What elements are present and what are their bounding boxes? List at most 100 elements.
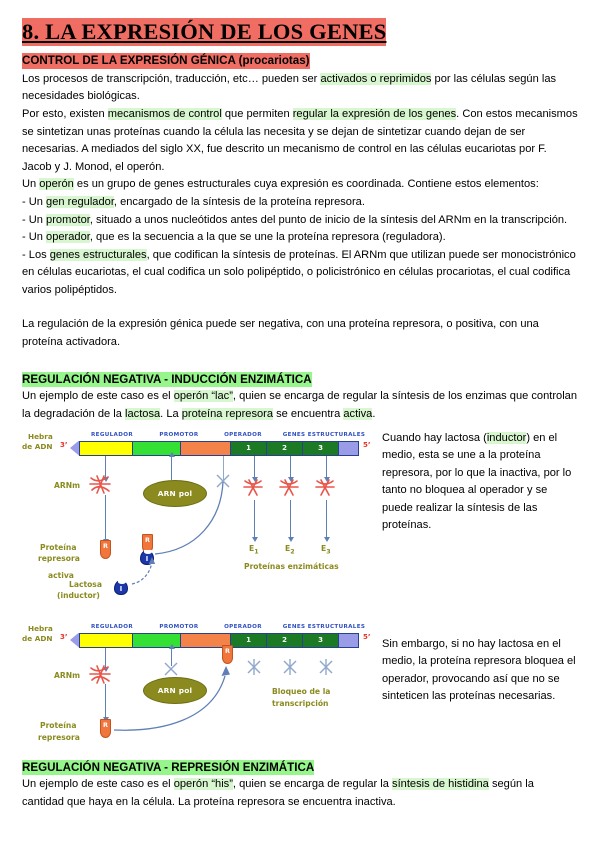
rep-text-a: Un ejemplo de este caso es el xyxy=(22,778,174,791)
bullet-gen-regulador: - Un gen regulador, encargado de la sínt… xyxy=(22,194,578,212)
arnpol-ellipse-1: ARN pol xyxy=(143,479,207,507)
ind-highlight-lactosa: lactosa xyxy=(125,407,161,420)
ind-highlight-proteina: proteína represora xyxy=(181,407,274,420)
caption1-highlight: inductor xyxy=(486,431,527,444)
inducer-glyph-free-1: I xyxy=(114,579,128,595)
dna-segment-promotor-1 xyxy=(133,441,181,455)
b1-highlight: gen regulador xyxy=(46,195,114,208)
prime-5-label-1: 5’ xyxy=(363,440,371,449)
enzyme-e3-letter: E xyxy=(321,543,327,553)
ind-text-e: . La xyxy=(160,407,182,420)
dna-segment-gene-1-2: 1 xyxy=(231,633,267,647)
dna-gene-number-1: 1 xyxy=(246,443,251,452)
arrow-arnm-to-repressor-2 xyxy=(101,683,110,722)
p2-text-c: que permiten xyxy=(221,107,293,120)
curve-repressor-inactivated-1 xyxy=(154,481,224,555)
arrow-regulador-to-arnm-1 xyxy=(101,455,110,482)
bullet-genes-estructurales: - Los genes estructurales, que codifican… xyxy=(22,247,578,300)
ind-text-i: . xyxy=(372,407,376,420)
ind-highlight-operon: operón “lac” xyxy=(173,390,233,403)
dna-bar-1: 1 2 3 xyxy=(79,440,359,456)
p2-highlight-1: mecanismos de control xyxy=(107,107,222,120)
block-x-icon-promotor-2 xyxy=(164,662,178,675)
arrow-gene2-transcription-1 xyxy=(286,455,295,482)
b3-highlight: operador xyxy=(46,231,90,244)
figure-induccion-caption: Cuando hay lactosa (inductor) en el medi… xyxy=(374,430,578,536)
enzyme-e1-letter: E xyxy=(249,543,255,553)
b4-text-c: , que codifican la síntesis de proteínas… xyxy=(22,248,576,296)
rep-text-e: según la cantidad que haya en la célula.… xyxy=(22,778,534,808)
figure-represion-caption: Sin embargo, si no hay lactosa en el med… xyxy=(382,637,576,703)
dna-segment-tail-1 xyxy=(339,441,358,455)
repressor-glyph-free-2: R xyxy=(100,718,111,738)
prime-3-label-1: 3’ xyxy=(60,440,68,449)
strand-label-2-line2: de ADN xyxy=(22,633,53,643)
dna-strand-1: Hebra de ADN 3’ 5’ REGULADOR PROMOTOR OP… xyxy=(22,430,374,464)
enzyme-label-e3: E3 xyxy=(321,543,331,558)
arrow-gene1-transcription-1 xyxy=(250,455,259,482)
figure-represion-row: Hebra de ADN 3’ 5’ REGULADOR PROMOTOR OP… xyxy=(22,622,578,750)
prime-3-label-2: 3’ xyxy=(60,632,68,641)
proteina-represora-label-2a: Proteína xyxy=(40,720,77,730)
block-x-icon-1 xyxy=(216,474,230,487)
ind-text-c: , quien se encarga de regular la síntesi… xyxy=(22,390,578,420)
arrow-arnm-to-repressor-1 xyxy=(101,494,110,544)
strand-label-1-line2: de ADN xyxy=(22,441,53,451)
arrow-operador-blocked-1 xyxy=(223,455,225,480)
arrow-e1-1 xyxy=(250,499,259,542)
figure-represion: Hebra de ADN 3’ 5’ REGULADOR PROMOTOR OP… xyxy=(22,622,374,750)
paragraph-induccion: Un ejemplo de este caso es el operón “la… xyxy=(22,388,578,423)
b3-text-c: , que es la secuencia a la que se une la… xyxy=(89,231,446,244)
enzyme-e3-sub: 3 xyxy=(326,548,331,556)
dna-segment-gene-3-2: 3 xyxy=(303,633,339,647)
dna-segment-gene-3: 3 xyxy=(303,441,339,455)
repressor-glyph-1: R xyxy=(100,539,111,559)
prime-5-label-2: 5’ xyxy=(363,632,371,641)
arrow-arnpol-to-promotor-1 xyxy=(167,451,176,480)
ind-highlight-activa: activa xyxy=(343,407,373,420)
paragraph-2: Por esto, existen mecanismos de control … xyxy=(22,106,578,176)
dna-label-operador-1: OPERADOR xyxy=(224,431,262,438)
proteina-represora-label-2b: represora xyxy=(38,732,80,742)
dna-segment-operador-2 xyxy=(181,633,231,647)
lactosa-label-1b: (inductor) xyxy=(57,590,100,600)
dna-gene-number-2-2: 2 xyxy=(282,635,287,644)
page-title-wrapper: 8. LA EXPRESIÓN DE LOS GENES xyxy=(22,18,578,48)
dna-label-operador-2: OPERADOR xyxy=(224,623,262,630)
b1-text-c: , encargado de la síntesis de la proteín… xyxy=(113,195,365,208)
rep-highlight-operon: operón “his” xyxy=(173,778,233,791)
paragraph-4: La regulación de la expresión génica pue… xyxy=(22,318,539,349)
dna-bar-2: 1 2 3 xyxy=(79,632,359,648)
mrna-glyph-gene1-1 xyxy=(243,478,263,496)
lactosa-label-1a: Lactosa xyxy=(69,579,102,589)
section-heading-represion: REGULACIÓN NEGATIVA - REPRESIÓN ENZIMÁTI… xyxy=(22,759,315,776)
dna-label-genes-2: GENES ESTRUCTURALES xyxy=(282,623,366,630)
block-x-icon-gene2-2 xyxy=(283,658,297,675)
dna-segment-promotor-2 xyxy=(133,633,181,647)
enzyme-e1-sub: 1 xyxy=(254,548,259,556)
dna-strand-2: Hebra de ADN 3’ 5’ REGULADOR PROMOTOR OP… xyxy=(22,622,374,656)
section-heading-control: CONTROL DE LA EXPRESIÓN GÉNICA (procario… xyxy=(22,53,310,69)
block-x-icon-gene1-2 xyxy=(247,658,261,675)
arrow-e3-1 xyxy=(322,499,331,542)
arnm-label-2: ARNm xyxy=(54,670,80,680)
arnm-squiggle-icon-2 xyxy=(89,664,111,684)
paragraph-3: Un operón es un grupo de genes estructur… xyxy=(22,176,578,194)
arrow-inducer-binds-1 xyxy=(131,556,156,585)
enzyme-e2-letter: E xyxy=(285,543,291,553)
strand-label-2-line1: Hebra xyxy=(28,623,53,633)
dna-gene-number-3: 3 xyxy=(318,443,323,452)
repressor-glyph-bound-operator-2: R xyxy=(222,644,233,664)
dna-segment-regulador-1 xyxy=(80,441,133,455)
dna-segment-tail-2 xyxy=(339,633,358,647)
dna-gene-number-1-2: 1 xyxy=(246,635,251,644)
dna-segment-regulador-2 xyxy=(80,633,133,647)
curve-repressor-binds-operator-2 xyxy=(113,665,230,731)
p3-text-a: Un xyxy=(22,178,40,191)
dna-label-regulador-2: REGULADOR xyxy=(90,623,133,630)
b4-text-a: - Los xyxy=(22,248,50,261)
paragraph-1: Los procesos de transcripción, traducció… xyxy=(22,71,578,106)
enzyme-label-e1: E1 xyxy=(249,543,259,558)
dna-segment-gene-1: 1 xyxy=(231,441,267,455)
